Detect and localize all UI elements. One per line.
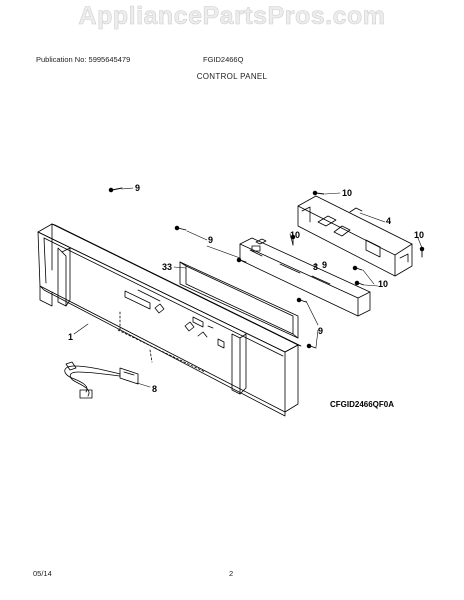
callout-10: 10 xyxy=(290,230,300,240)
callout-9: 9 xyxy=(318,326,323,336)
callout-labels: 9 9 10 10 4 10 33 3 10 9 9 1 8 xyxy=(68,183,424,394)
section-title: CONTROL PANEL xyxy=(196,72,268,81)
control-box-part-4 xyxy=(297,195,413,277)
callout-8: 8 xyxy=(152,384,157,394)
drawing-code: CFGID2466QF0A xyxy=(330,400,395,409)
model-number: FGID2466Q xyxy=(203,55,244,64)
callout-10: 10 xyxy=(414,230,424,240)
wire-harness-part-8 xyxy=(64,361,139,399)
callout-1: 1 xyxy=(68,332,73,342)
callout-10: 10 xyxy=(342,188,352,198)
callout-10: 10 xyxy=(378,279,388,289)
leader-lines xyxy=(73,187,423,388)
callout-9: 9 xyxy=(208,235,213,245)
callout-4: 4 xyxy=(386,216,391,226)
callout-3: 3 xyxy=(313,262,318,272)
callout-9: 9 xyxy=(322,260,327,270)
overlay-gasket-part-33 xyxy=(179,261,299,339)
page-number: 2 xyxy=(229,569,234,578)
footer-date: 05/14 xyxy=(33,569,52,578)
callout-9: 9 xyxy=(135,183,140,193)
publication-number: Publication No: 5995645479 xyxy=(36,55,131,64)
control-board-part-3 xyxy=(239,237,371,317)
callout-33: 33 xyxy=(162,262,172,272)
control-panel-part-1 xyxy=(37,223,302,417)
watermark: AppliancePartsPros.com xyxy=(78,2,386,31)
